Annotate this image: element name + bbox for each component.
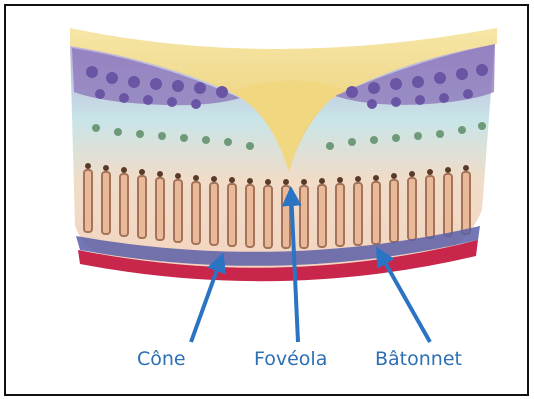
label-cone: Cône [137, 348, 186, 370]
label-foveola: Fovéola [254, 348, 327, 370]
label-rod: Bâtonnet [375, 348, 462, 370]
